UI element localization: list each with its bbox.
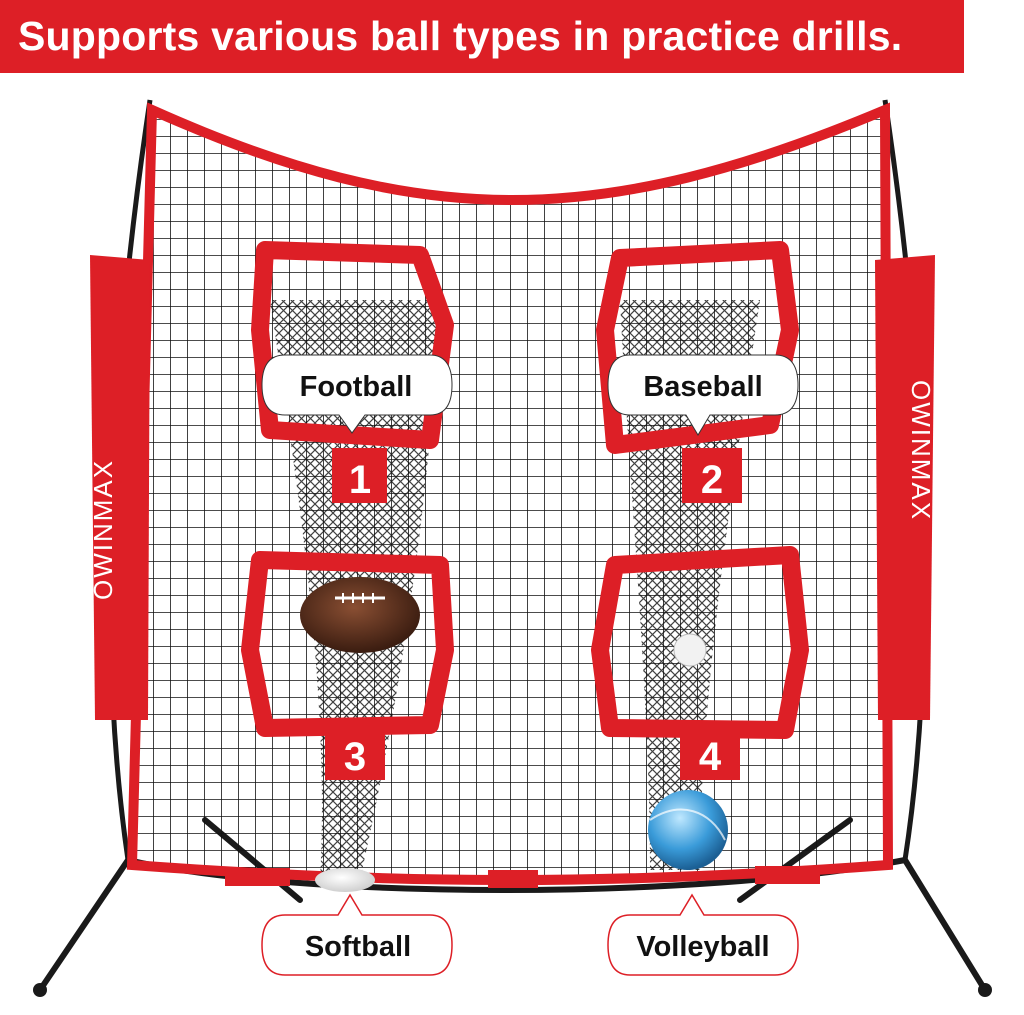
brand-right-text: OWINMAX	[906, 380, 936, 521]
target-4: 4	[591, 546, 809, 780]
baseball-ball	[673, 633, 707, 667]
football-ball	[300, 577, 420, 653]
brand-left-text: OWINMAX	[88, 459, 118, 600]
target-4-number: 4	[699, 735, 722, 779]
left-sleeve: OWINMAX	[88, 255, 150, 720]
callout-volleyball-text: Volleyball	[636, 931, 769, 963]
target-1-number-patch	[332, 448, 387, 503]
callout-baseball-text: Baseball	[643, 371, 762, 403]
headline-text: Supports various ball types in practice …	[18, 13, 903, 59]
callout-softball: Softball	[261, 893, 453, 976]
target-3-number: 3	[344, 735, 366, 779]
target-1: 1	[251, 241, 454, 503]
target-4-number-patch	[680, 728, 740, 780]
callout-baseball: Baseball	[607, 354, 799, 436]
callout-softball-text: Softball	[305, 931, 411, 963]
target-2-number-patch	[682, 448, 742, 503]
bottom-patches	[225, 866, 820, 888]
target-2: 2	[596, 241, 799, 503]
headline-banner: Supports various ball types in practice …	[0, 0, 964, 73]
net-panel	[126, 102, 894, 885]
right-sleeve: OWINMAX	[875, 255, 936, 720]
callout-volleyball: Volleyball	[607, 893, 799, 976]
target-3-number-patch	[325, 728, 385, 780]
callout-football-text: Football	[300, 371, 413, 403]
target-1-number: 1	[349, 458, 371, 502]
target-3: 3	[241, 551, 454, 780]
volleyball-ball	[648, 790, 728, 870]
softball-ball	[315, 868, 375, 892]
callout-football: Football	[261, 354, 453, 434]
target-2-number: 2	[701, 458, 723, 502]
